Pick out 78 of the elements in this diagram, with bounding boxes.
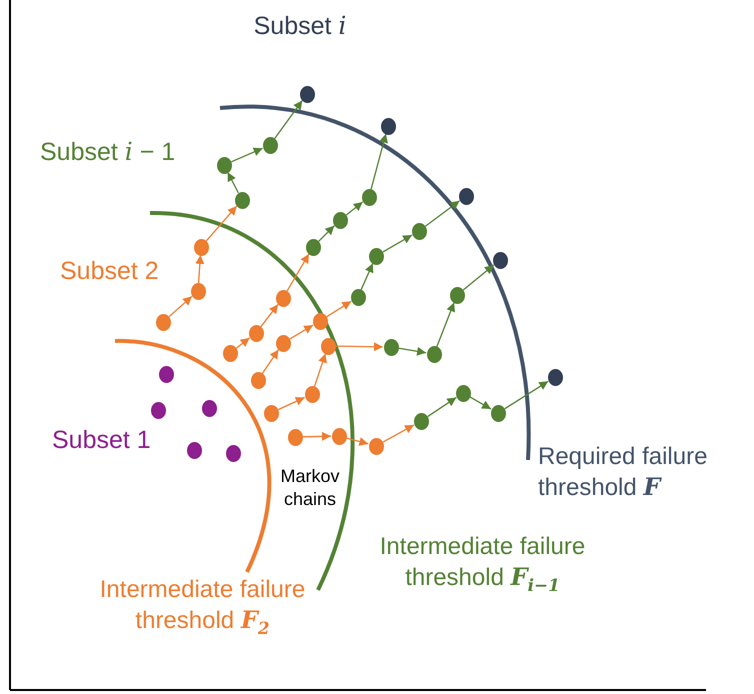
dot [158, 366, 174, 382]
dot [222, 344, 238, 362]
dot [150, 402, 166, 418]
dot [414, 412, 428, 430]
dot [276, 290, 290, 306]
arrow [278, 396, 306, 410]
dot [350, 288, 366, 306]
subset-label: Subset i − 1 [40, 136, 176, 168]
arrow [318, 225, 335, 242]
dot [312, 312, 328, 330]
arrow [314, 353, 327, 387]
threshold-label: Required failure threshold F [538, 442, 708, 503]
dot [262, 136, 278, 154]
arrow [168, 296, 192, 318]
subset-label: Subset 2 [60, 256, 160, 287]
dot [412, 222, 426, 240]
arrow [462, 264, 494, 290]
dot [186, 442, 202, 458]
arrow [427, 396, 457, 418]
dot [226, 444, 240, 462]
arrow [290, 324, 314, 340]
arrow [382, 234, 412, 253]
dot [426, 346, 442, 362]
dot [458, 188, 474, 204]
dot [490, 404, 506, 422]
dot [288, 428, 302, 446]
dot [202, 400, 216, 416]
dot [304, 386, 320, 402]
dot [194, 238, 208, 256]
arrow [236, 337, 250, 349]
arrow [382, 424, 414, 443]
arrow [346, 201, 364, 216]
dot [380, 118, 396, 134]
dot [156, 314, 170, 330]
arrow [470, 396, 492, 410]
dot [332, 428, 346, 444]
arrow [425, 200, 460, 227]
dot [456, 384, 470, 402]
dot [332, 212, 348, 228]
dot [384, 338, 398, 356]
arrow [302, 432, 332, 441]
dot [264, 404, 278, 422]
arrow [360, 263, 374, 290]
arrow [274, 100, 303, 139]
dot [368, 248, 384, 264]
arrow [326, 300, 352, 318]
dot [276, 334, 290, 352]
dot [250, 372, 266, 388]
arrow [504, 380, 549, 410]
dot [248, 324, 264, 342]
dot [190, 282, 206, 300]
arrow [260, 304, 279, 328]
arrow [336, 342, 384, 352]
arrow [231, 148, 263, 162]
arrow [370, 134, 388, 190]
arrow [346, 437, 368, 446]
subset-label: Subset 1 [52, 425, 152, 456]
dot [300, 86, 314, 102]
chain-label: Markov chains [279, 465, 340, 510]
dot [362, 188, 376, 206]
dot [450, 286, 464, 304]
arrow [398, 346, 426, 356]
dot [368, 438, 384, 454]
arrow [195, 254, 204, 284]
dot [492, 252, 508, 268]
subset-label: Subset i [252, 10, 348, 42]
threshold-label: Intermediate failure threshold F$_{i−1}$ [378, 532, 586, 596]
threshold-label: Intermediate failure threshold F$_{2}$ [98, 575, 306, 639]
dot [548, 368, 562, 386]
dot [216, 156, 232, 174]
dot [234, 192, 250, 208]
dot [320, 338, 336, 354]
arrow [227, 172, 239, 194]
dot [306, 238, 320, 256]
arrow [436, 302, 456, 347]
arrow [262, 349, 280, 374]
arrow [286, 254, 310, 292]
arrow [206, 206, 238, 242]
